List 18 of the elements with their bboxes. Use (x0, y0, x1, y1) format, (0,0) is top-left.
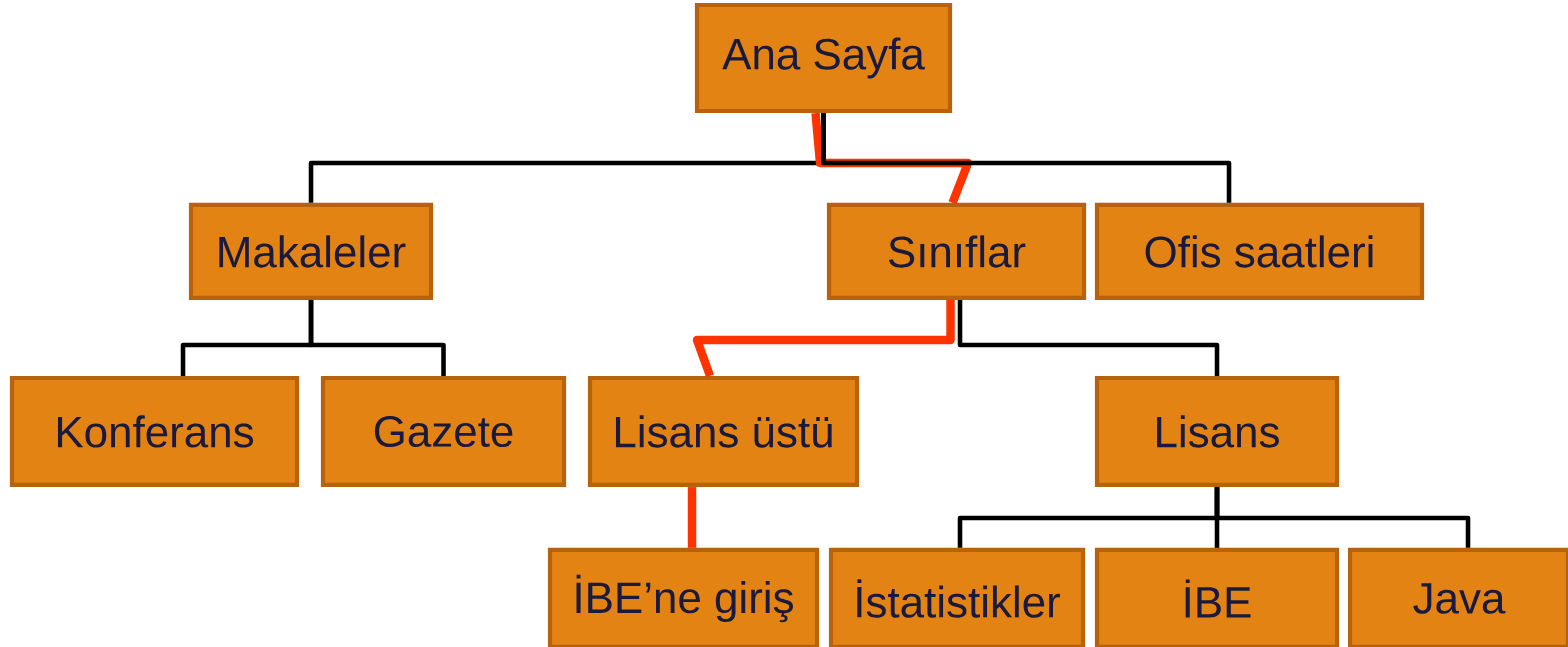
page-box: Java (1347, 547, 1568, 647)
page-box: Konferans (9, 375, 300, 488)
page-box: İBE (1094, 547, 1340, 647)
connector-line (692, 300, 955, 378)
connector-line (308, 300, 446, 376)
page-box: Gazete (320, 375, 567, 488)
page-box: İBE’ne giriş (547, 547, 820, 647)
page-box: Ofis saatleri (1094, 202, 1425, 301)
page-box: Lisans (1094, 375, 1340, 488)
page-box: Makaleler (188, 202, 434, 301)
page-box: Lisans üstü (587, 375, 860, 488)
page-box: Sınıflar (826, 202, 1087, 301)
connector-line (687, 487, 697, 548)
connector-line (1214, 487, 1471, 548)
connector-line (957, 300, 1220, 376)
page-box: İstatistikler (828, 547, 1086, 647)
page-box: Ana Sayfa (694, 2, 953, 114)
connector-line (821, 113, 1232, 203)
